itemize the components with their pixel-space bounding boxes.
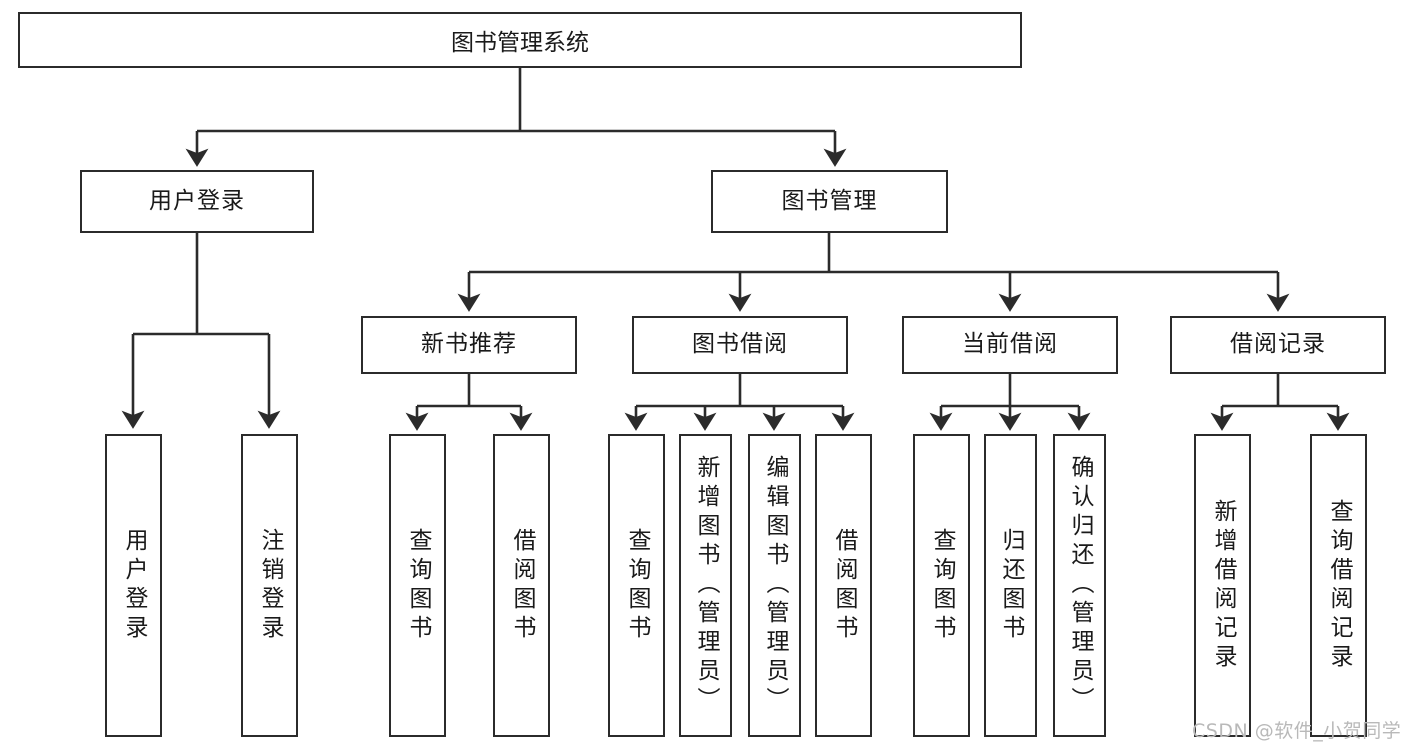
node-user-login[interactable]: 用户登录 [80,170,314,233]
node-label: 图书借阅 [692,331,788,358]
node-label: 新增图书（管理员） [693,455,719,716]
node-new-book-recommend[interactable]: 新书推荐 [361,316,577,374]
leaf-current-return-book[interactable]: 归还图书 [984,434,1037,737]
node-label: 图书管理 [781,187,878,214]
node-borrow-record[interactable]: 借阅记录 [1170,316,1386,374]
leaf-user-login-login[interactable]: 用户登录 [105,434,162,737]
node-label: 查询图书 [624,527,650,644]
node-label: 借阅图书 [831,527,857,644]
node-label: 用户登录 [121,527,147,644]
node-label: 借阅记录 [1230,331,1326,358]
node-label: 新书推荐 [421,331,517,358]
node-book-borrow[interactable]: 图书借阅 [632,316,848,374]
node-label: 编辑图书（管理员） [762,455,788,716]
leaf-recommend-borrow-book[interactable]: 借阅图书 [493,434,550,737]
node-label: 查询图书 [929,527,955,644]
node-label: 用户登录 [149,187,245,214]
node-label: 当前借阅 [962,331,1058,358]
node-label: 注销登录 [257,527,283,644]
node-label: 查询借阅记录 [1326,498,1352,673]
leaf-current-confirm-return-admin[interactable]: 确认归还（管理员） [1053,434,1106,737]
csdn-watermark: CSDN @软件_小贺同学 [1192,720,1402,742]
node-label: 归还图书 [998,527,1024,644]
leaf-borrow-query-book[interactable]: 查询图书 [608,434,665,737]
node-label: 新增借阅记录 [1210,498,1236,673]
leaf-borrow-edit-book-admin[interactable]: 编辑图书（管理员） [748,434,801,737]
leaf-current-query-book[interactable]: 查询图书 [913,434,970,737]
leaf-record-add-record[interactable]: 新增借阅记录 [1194,434,1251,737]
node-root-system[interactable]: 图书管理系统 [18,12,1022,68]
leaf-record-query-record[interactable]: 查询借阅记录 [1310,434,1367,737]
node-label: 确认归还（管理员） [1067,455,1093,716]
leaf-borrow-add-book-admin[interactable]: 新增图书（管理员） [679,434,732,737]
node-label: 借阅图书 [509,527,535,644]
node-current-borrow[interactable]: 当前借阅 [902,316,1118,374]
leaf-recommend-query-book[interactable]: 查询图书 [389,434,446,737]
node-label: 图书管理系统 [451,30,589,56]
node-book-management[interactable]: 图书管理 [711,170,948,233]
leaf-user-login-logout[interactable]: 注销登录 [241,434,298,737]
leaf-borrow-borrow-book[interactable]: 借阅图书 [815,434,872,737]
node-label: 查询图书 [405,527,431,644]
